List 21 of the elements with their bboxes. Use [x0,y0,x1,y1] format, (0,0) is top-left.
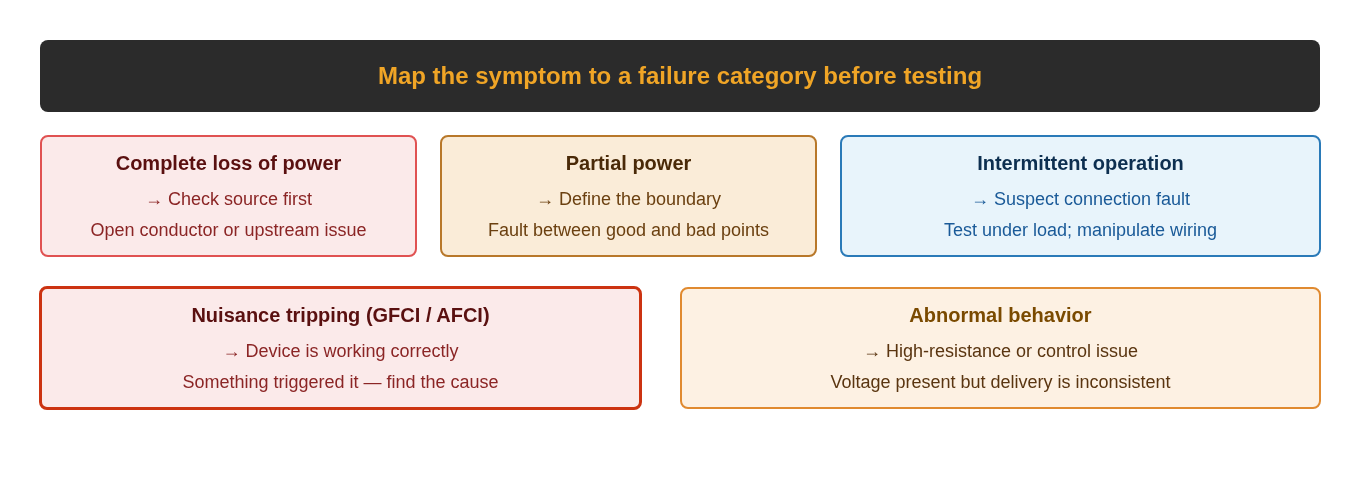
card-heading: Intermittent operation [977,151,1184,176]
card-text: Fault between good and bad points [487,219,770,242]
category-card [680,287,1321,409]
card-text: Something triggered it — find the cause [182,371,499,394]
card-heading: Partial power [565,151,692,176]
card-text: → Define the boundary [535,188,722,211]
category-card [840,135,1321,257]
category-card [39,286,642,410]
card-text: → Device is working correctly [222,340,459,363]
card-heading: Abnormal behavior [909,303,1092,328]
title: Map the symptom to a failure category before testing [377,61,983,91]
card-text: Test under load; manipulate wiring [943,219,1218,242]
card-heading: Nuisance tripping (GFCI / AFCI) [191,303,490,328]
card-text: Open conductor or upstream issue [90,219,367,242]
card-heading: Complete loss of power [115,151,342,176]
card-text: → High-resistance or control issue [862,340,1139,363]
category-card [40,135,417,257]
card-text: Voltage present but delivery is inconsistent [830,371,1171,394]
card-text: → Check source first [144,188,312,211]
category-card [440,135,817,257]
card-text: → Suspect connection fault [970,188,1191,211]
